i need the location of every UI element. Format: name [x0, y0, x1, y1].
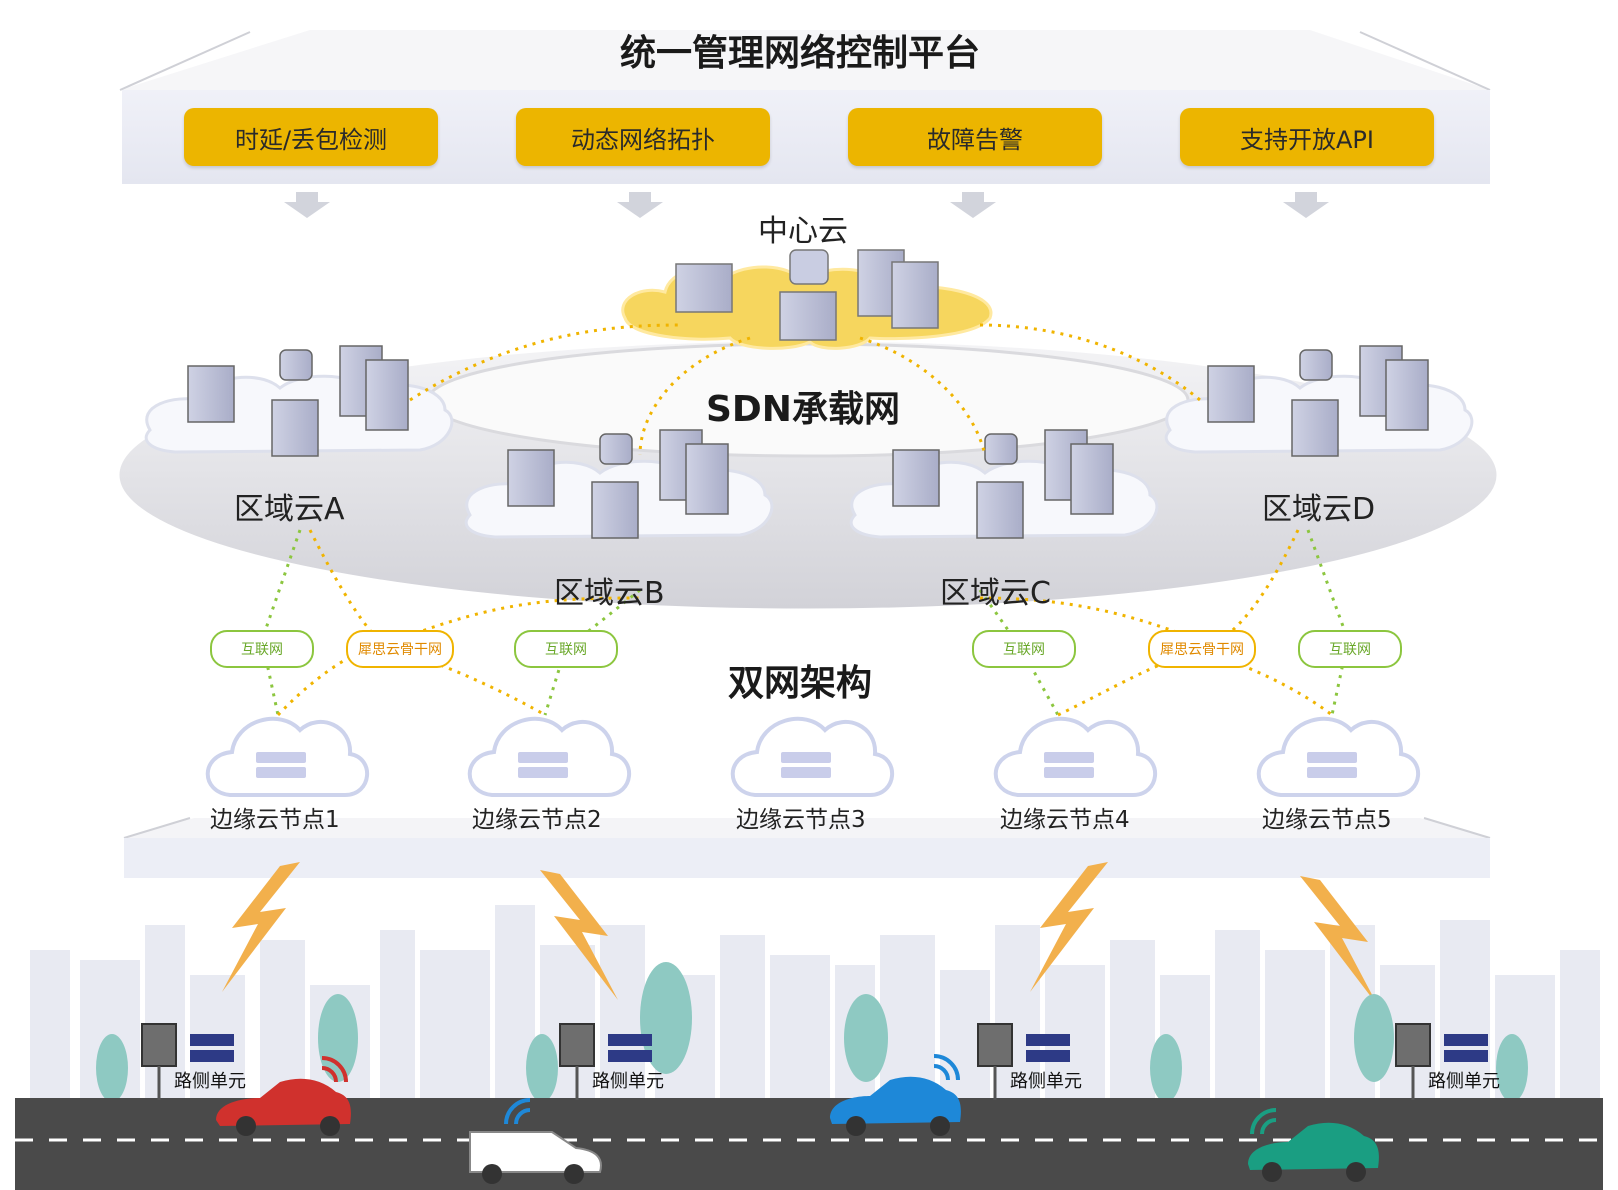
- dual-network-label: 双网架构: [728, 663, 873, 704]
- blue-car-icon: [830, 1076, 961, 1136]
- feature-fault-alarm: 故障告警: [848, 108, 1102, 166]
- red-car-icon: [216, 1078, 351, 1136]
- edge-node-1-label: 边缘云节点1: [210, 807, 340, 833]
- edge-server-icons: [256, 752, 1357, 778]
- tree-icons: [96, 962, 1528, 1102]
- backbone-link-label: 犀思云骨干网: [346, 630, 454, 668]
- feature-open-api: 支持开放API: [1180, 108, 1434, 166]
- internet-link-label: 互联网: [972, 630, 1076, 668]
- roadside-unit-1-label: 路侧单元: [174, 1071, 246, 1092]
- page-title: 统一管理网络控制平台: [620, 33, 981, 74]
- center-cloud-label: 中心云: [758, 214, 848, 249]
- roadside-unit-3-label: 路侧单元: [1010, 1071, 1082, 1092]
- feature-latency-loss: 时延/丢包检测: [184, 108, 438, 166]
- server-rack-icons: [675, 249, 939, 341]
- edge-platform: [123, 817, 1491, 878]
- edge-node-2-label: 边缘云节点2: [472, 807, 602, 833]
- backbone-link-label: 犀思云骨干网: [1148, 630, 1256, 668]
- edge-node-4-label: 边缘云节点4: [1000, 807, 1130, 833]
- sdn-links: [409, 323, 1201, 456]
- region-server-icons: [187, 345, 1429, 539]
- wifi-signal-icons: [321, 1054, 1277, 1135]
- edge-node-3-label: 边缘云节点3: [736, 807, 866, 833]
- down-arrow-icons: [284, 192, 1329, 218]
- feature-dynamic-topology: 动态网络拓扑: [516, 108, 770, 166]
- region-c-label: 区域云C: [940, 576, 1051, 611]
- internet-link-label: 互联网: [210, 630, 314, 668]
- edge-cloud-icons: [205, 716, 1420, 797]
- sdn-label: SDN承载网: [706, 389, 900, 430]
- center-cloud-icon: [621, 249, 993, 350]
- internet-link-label: 互联网: [514, 630, 618, 668]
- roadside-unit-icons: [141, 1023, 1488, 1100]
- internet-link-label: 互联网: [1298, 630, 1402, 668]
- sdn-ring: [116, 338, 1500, 612]
- teal-car-icon: [1248, 1122, 1379, 1182]
- region-b-label: 区域云B: [554, 576, 665, 611]
- region-d-label: 区域云D: [1262, 492, 1376, 527]
- city-skyline: [30, 905, 1600, 1100]
- edge-node-5-label: 边缘云节点5: [1262, 807, 1392, 833]
- roadside-unit-4-label: 路侧单元: [1428, 1071, 1500, 1092]
- white-van-icon: [469, 1131, 602, 1184]
- roadside-unit-2-label: 路侧单元: [592, 1071, 664, 1092]
- region-a-label: 区域云A: [234, 492, 345, 527]
